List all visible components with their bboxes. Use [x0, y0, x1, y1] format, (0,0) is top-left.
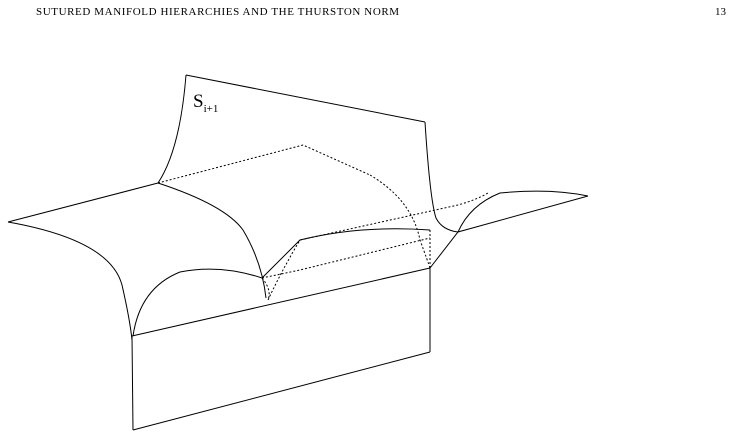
hidden-left-dip	[261, 239, 301, 301]
hidden-diagonal	[157, 144, 371, 184]
inner-curve	[261, 228, 431, 279]
hidden-back-line	[299, 192, 489, 241]
surface-right-front-edge	[429, 195, 589, 269]
front-ridge-curve	[132, 268, 263, 337]
vertical-sheet-bottom-edge	[132, 351, 431, 431]
surface-left-front-edge	[7, 221, 133, 341]
surface-label-main: S	[193, 91, 204, 112]
surface-label: Si+1	[193, 92, 218, 115]
surface-right-back-curve	[457, 190, 589, 233]
hidden-right-curve	[369, 174, 431, 269]
running-head: SUTURED MANIFOLD HIERARCHIES AND THE THU…	[36, 6, 400, 18]
crease-curve	[157, 182, 267, 299]
hidden-inner-loop	[261, 237, 431, 279]
surface-label-subscript: i+1	[203, 103, 219, 115]
vertical-sheet-left-edge	[131, 335, 134, 431]
upper-sheet-right-edge	[424, 121, 459, 233]
upper-sheet-left-edge	[157, 74, 187, 184]
upper-sheet-top-edge	[185, 74, 426, 123]
surface-left-top-edge	[7, 182, 159, 223]
vertical-sheet-top-edge	[131, 267, 431, 337]
page-number: 13	[715, 6, 726, 18]
